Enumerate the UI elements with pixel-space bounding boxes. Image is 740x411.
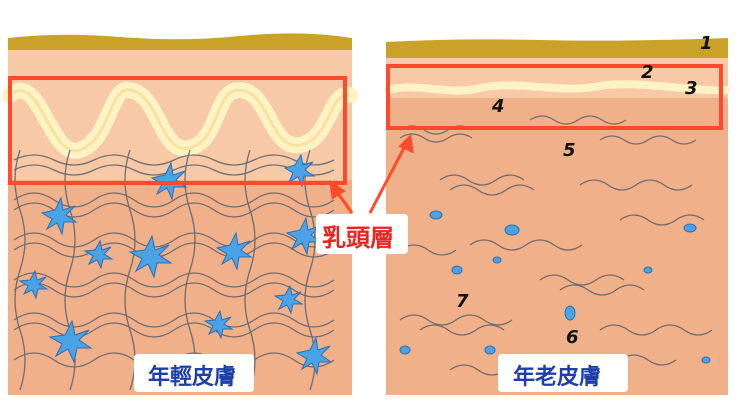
flattened-papillae [384, 80, 730, 95]
aged-cells [399, 210, 711, 364]
aged-skin-caption: 年老皮膚 [513, 365, 602, 390]
young-skin-caption: 年輕皮膚 [148, 365, 237, 390]
marker-3: 3 [685, 78, 698, 99]
marker-1: 1 [700, 33, 713, 54]
marker-2: 2 [641, 62, 654, 83]
papillary-layer-label: 乳頭層 [322, 224, 394, 252]
pointer-arrows [329, 133, 414, 214]
marker-4: 4 [492, 96, 505, 117]
marker-5: 5 [563, 140, 576, 161]
papillary-highlight-box-right [386, 64, 723, 130]
papillary-label-box [316, 214, 408, 254]
marker-6: 6 [566, 327, 579, 348]
young-skin-panel [2, 33, 358, 395]
marker-7: 7 [456, 291, 469, 312]
epidermis-layer-aged [386, 38, 728, 58]
aged-skin-panel [384, 38, 730, 395]
fibroblast-cells [18, 153, 333, 376]
epidermis-layer [8, 33, 352, 52]
aged-caption-box [498, 354, 628, 392]
papillary-highlight-box-left [8, 76, 347, 185]
young-caption-box [134, 354, 254, 392]
